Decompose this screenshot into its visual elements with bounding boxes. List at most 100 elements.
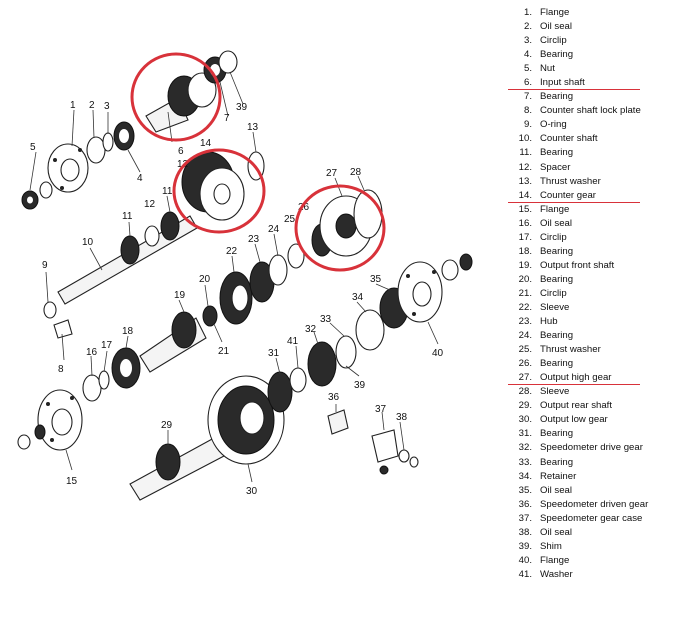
legend-item: 16.Oil seal [508, 217, 676, 231]
legend-label: Sleeve [540, 386, 570, 398]
callout: 13 [247, 122, 259, 133]
legend-number: 41. [518, 568, 532, 580]
legend-item: 5.Nut [508, 62, 676, 76]
legend-item: 30.Output low gear [508, 413, 676, 427]
circlip-part [102, 132, 114, 152]
output-rear-group [129, 253, 473, 501]
legend-item: 41. Washer [508, 568, 676, 582]
legend-item: 40. Flange [508, 554, 676, 568]
legend-label: Output front shaft [540, 259, 615, 271]
highlight-output-high-gear [294, 184, 386, 272]
callout: 14 [200, 138, 212, 149]
legend-number: 7. [523, 91, 532, 103]
legend-label: Bearing [540, 49, 574, 61]
exploded-transfer-diagram: 1 2 3 4 5 6 7 8 9 10 11 11 12 12 13 14 1… [17, 50, 473, 501]
legend-item: 2.Oil seal [508, 20, 676, 34]
callout: 7 [224, 113, 230, 124]
legend-item: 6. Input shaft [508, 76, 676, 91]
legend-number: 24. [518, 330, 532, 342]
legend-item: 4. Bearing [508, 48, 676, 62]
legend-number: 21. [518, 287, 532, 299]
legend-number: 39. [518, 540, 532, 552]
legend-item: 33.Bearing [508, 456, 676, 470]
legend-number: 23. [518, 316, 532, 328]
legend-label: Washer [540, 568, 573, 580]
callout: 26 [298, 202, 310, 213]
leader-lines [29, 71, 439, 483]
legend-label: Thrust washer [540, 175, 601, 187]
legend-label: Output rear shaft [540, 400, 612, 412]
legend-label: Counter shaft [540, 133, 598, 145]
legend-label: Circlip [540, 35, 567, 47]
legend-number: 28. [518, 386, 532, 398]
legend-label: Circlip [540, 231, 567, 243]
legend-label: Flange [540, 554, 570, 566]
legend-number: 22. [518, 301, 532, 313]
legend-number: 4. [523, 49, 532, 61]
legend-number: 38. [518, 526, 532, 538]
front-flange-group [17, 347, 141, 451]
legend-item: 23.Hub [508, 315, 676, 329]
legend-label: Flange [540, 7, 570, 18]
callout: 35 [370, 274, 382, 285]
legend-number: 6. [523, 77, 532, 89]
legend-label: Circlip [540, 287, 567, 299]
legend-number: 17. [518, 231, 532, 243]
legend-label: Output high gear [540, 372, 612, 384]
callout: 29 [161, 420, 173, 431]
highlight-input-shaft [130, 52, 222, 142]
legend-label: Spacer [540, 161, 571, 173]
legend-label: Oil seal [540, 484, 572, 496]
legend-item: 10.Counter shaft [508, 132, 676, 146]
legend-item: 12.Spacer [508, 161, 676, 175]
legend-number: 26. [518, 358, 532, 370]
callout: 36 [328, 392, 340, 403]
legend-number: 16. [518, 217, 532, 229]
callout: 31 [268, 348, 280, 359]
callout: 6 [178, 146, 184, 157]
legend-item: 11.Bearing [508, 146, 676, 160]
legend-item: 14.Counter gear [508, 189, 676, 203]
callout-labels: 1 2 3 4 5 6 7 8 9 10 11 11 12 12 13 14 1… [30, 100, 444, 497]
legend-item: 24.Bearing [508, 329, 676, 343]
callout: 24 [268, 224, 280, 235]
callout: 27 [326, 168, 338, 179]
legend-label: Bearing [540, 245, 574, 257]
legend-number: 25. [518, 344, 532, 356]
legend-item: 3.Circlip [508, 34, 676, 48]
legend-number: 20. [518, 273, 532, 285]
callout: 18 [122, 326, 134, 337]
legend-label: Counter gear [540, 189, 596, 201]
legend-number: 37. [518, 512, 532, 524]
callout: 11 [162, 186, 173, 197]
legend-label: Nut [540, 63, 555, 75]
callout: 2 [89, 100, 95, 111]
legend-item: 28. Sleeve [508, 385, 676, 399]
callout: 37 [375, 404, 387, 415]
legend-number: 40. [518, 554, 532, 566]
legend-label: Retainer [540, 470, 577, 482]
highlight-counter-gear [172, 148, 266, 234]
speedometer-driven-gear-part [327, 409, 349, 435]
legend-label: Speedometer gear case [540, 512, 643, 524]
legend-item: 1.Flange [508, 6, 676, 20]
legend-item: 13.Thrust washer [508, 175, 676, 189]
legend-number: 36. [518, 498, 532, 510]
legend-item: 8.Counter shaft lock plate [508, 104, 676, 118]
legend-label: Counter shaft lock plate [540, 105, 641, 117]
speedometer-drive-gear-part [307, 341, 337, 387]
legend-item: 26.Bearing [508, 357, 676, 371]
input-shaft-group [21, 50, 238, 210]
callout: 34 [352, 292, 364, 303]
legend-label: Speedometer driven gear [540, 498, 649, 510]
legend-label: Input shaft [540, 77, 585, 89]
callout: 40 [432, 348, 444, 359]
legend-label: O-ring [540, 119, 567, 131]
callout: 33 [320, 314, 332, 325]
callout: 5 [30, 142, 36, 153]
legend-item: 9.O-ring [508, 118, 676, 132]
legend-item: 32.Speedometer drive gear [508, 441, 676, 455]
legend-number: 33. [518, 456, 532, 468]
legend-label: Oil seal [540, 526, 572, 538]
